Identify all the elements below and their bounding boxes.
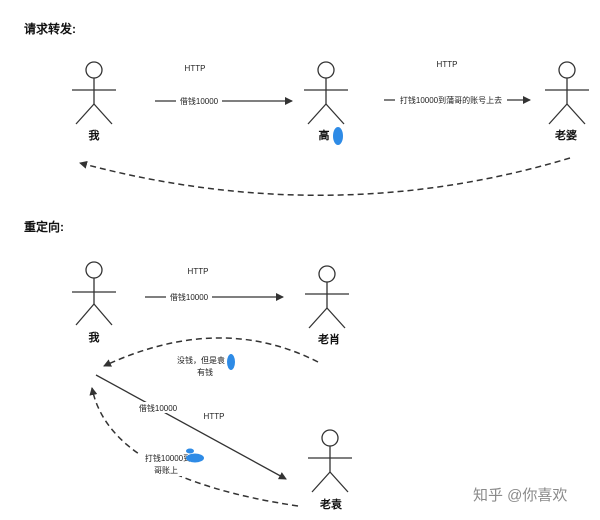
forward-http-label-2: HTTP xyxy=(437,60,458,69)
forward-return-dashed-arrow xyxy=(79,157,571,197)
actor-me-redirect xyxy=(72,261,116,326)
redirect-heading: 重定向: xyxy=(24,219,64,234)
redirect-borrow-label-2: 借钱10000 xyxy=(139,403,178,413)
blue-badge-icon xyxy=(227,354,235,370)
redirect-http-label-1: HTTP xyxy=(188,267,209,276)
redirect-transfer-label-1: 打钱10000到 xyxy=(145,453,191,463)
forward-borrow-label: 借钱10000 xyxy=(180,96,219,106)
actor-me-redirect-label: 我 xyxy=(89,330,100,344)
actor-me-forward xyxy=(72,61,116,125)
redirect-transfer-label-2: 哥账上 xyxy=(154,466,178,475)
actor-me-forward-label: 我 xyxy=(89,128,100,142)
watermark: 知乎 @你喜欢 xyxy=(473,487,567,504)
actor-xiao xyxy=(305,265,349,329)
redirect-return-dashed-arrow-2 xyxy=(89,387,299,507)
forward-heading: 请求转发: xyxy=(24,21,76,36)
blue-badge-icon xyxy=(186,453,204,463)
forward-http-label-1: HTTP xyxy=(185,64,206,73)
redirect-no-money-label-2: 有钱 xyxy=(197,367,213,377)
redirect-no-money-label-1: 没钱，但是袁 xyxy=(177,355,225,365)
redirect-borrow-label-1: 借钱10000 xyxy=(170,292,209,302)
actor-wife xyxy=(545,61,589,125)
forward-transfer-label: 打钱10000到蒲哥的账号上去 xyxy=(400,95,502,105)
actor-middle-forward-label: 高 xyxy=(319,128,330,142)
actor-xiao-label: 老肖 xyxy=(317,332,340,346)
actor-middle-forward xyxy=(304,61,348,125)
actor-yuan xyxy=(308,429,352,493)
redirect-return-dashed-arrow-1 xyxy=(103,337,319,367)
redirect-http-label-2: HTTP xyxy=(204,412,225,421)
actor-wife-label: 老婆 xyxy=(554,128,577,142)
actor-yuan-label: 老袁 xyxy=(319,497,343,511)
redirect-arrow-borrow-2 xyxy=(95,374,287,480)
blue-badge-icon xyxy=(333,127,343,145)
